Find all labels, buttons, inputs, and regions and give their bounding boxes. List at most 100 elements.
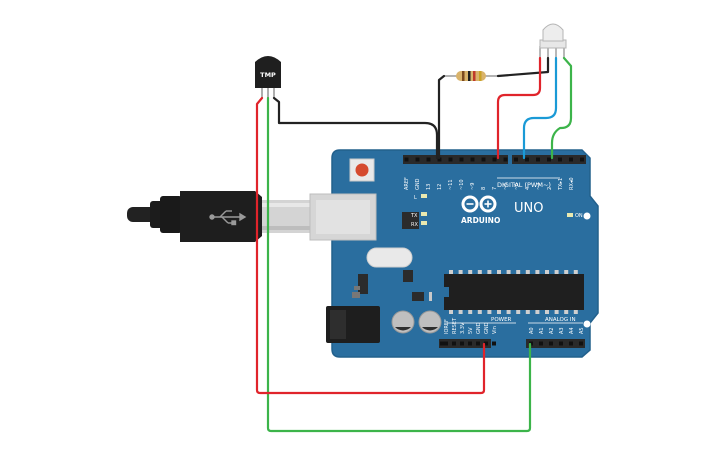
rgb-led[interactable]	[539, 23, 567, 58]
led-tx	[421, 212, 427, 216]
pin-label: A3	[559, 327, 565, 334]
pin-label: ~5	[514, 183, 520, 190]
chip-pin	[477, 270, 482, 274]
chip-pin	[458, 310, 463, 314]
reset-button-cap[interactable]	[355, 163, 369, 177]
chip-pin	[487, 310, 492, 314]
led-on-label: ON	[575, 213, 583, 219]
header-pin[interactable]	[459, 157, 464, 162]
header-pin[interactable]	[470, 157, 475, 162]
header-pin[interactable]	[547, 157, 551, 162]
header-pin[interactable]	[569, 341, 573, 346]
header-pin[interactable]	[492, 341, 496, 346]
header-pin[interactable]	[440, 341, 444, 346]
pin-label: ~11	[448, 179, 454, 190]
header-pin[interactable]	[580, 157, 584, 162]
pin-label: 5V	[468, 327, 474, 334]
pin-label: 7	[492, 187, 498, 190]
header-pin[interactable]	[525, 157, 529, 162]
header-pin[interactable]	[444, 341, 448, 346]
led-dome	[542, 23, 564, 42]
header-pin[interactable]	[448, 157, 453, 162]
chip-pin	[449, 270, 453, 274]
header-pin[interactable]	[484, 341, 488, 346]
header-pin[interactable]	[569, 157, 573, 162]
led-rx	[421, 221, 427, 225]
pin-label: 2	[547, 187, 553, 190]
wire-black-resistor-gnd[interactable]	[437, 74, 446, 160]
chip-pin	[564, 270, 569, 274]
pin-label: ~10	[459, 179, 465, 190]
tmp36-temperature-sensor[interactable]: TMP	[255, 56, 281, 98]
usb-chip	[402, 212, 419, 229]
chip-pin	[468, 270, 473, 274]
wire-green-sensor-a0[interactable]	[266, 96, 532, 433]
chip-pin	[535, 310, 540, 314]
header-pin[interactable]	[558, 157, 562, 162]
voltage-regulator	[358, 274, 368, 294]
header-pin[interactable]	[529, 341, 533, 346]
wire-black-led-common[interactable]	[496, 56, 550, 78]
chip-pin	[545, 270, 549, 274]
header-pin[interactable]	[426, 157, 431, 162]
wire-blue-led-pin5[interactable]	[522, 56, 558, 160]
chip-pin	[516, 310, 521, 314]
chip-pin	[506, 270, 511, 274]
chip-pin	[477, 310, 482, 314]
wire-red-led-pin8[interactable]	[496, 56, 542, 160]
pin-label: A1	[539, 327, 545, 334]
pin-label: A5	[579, 327, 585, 334]
chip-pin	[487, 270, 492, 274]
header-pin-holes	[404, 157, 584, 346]
header-pin[interactable]	[404, 157, 409, 162]
header-pin[interactable]	[536, 157, 540, 162]
pin-label: IOREF	[444, 319, 450, 334]
header-pin[interactable]	[452, 341, 456, 346]
resistor[interactable]	[444, 71, 498, 81]
wire-green-led-pin3[interactable]	[550, 56, 573, 160]
header-pin[interactable]	[559, 341, 563, 346]
header-pin[interactable]	[476, 341, 480, 346]
chip-pin	[545, 310, 549, 314]
chip-pin	[564, 310, 569, 314]
header-pin[interactable]	[481, 157, 486, 162]
wires	[255, 56, 573, 433]
chip-pin	[449, 310, 453, 314]
analog-header	[526, 339, 585, 348]
header-pin[interactable]	[460, 341, 464, 346]
brand-label: ARDUINO	[461, 216, 500, 225]
header-pin[interactable]	[539, 341, 543, 346]
chip-pin	[506, 310, 511, 314]
header-pin[interactable]	[437, 157, 442, 162]
chip-pin	[516, 270, 521, 274]
chip-pin	[525, 310, 530, 314]
chip-pin	[535, 270, 540, 274]
pin-label: 8	[481, 187, 487, 190]
header-pin[interactable]	[468, 341, 472, 346]
digital-header-left	[403, 155, 508, 164]
led-l-label: L	[414, 195, 417, 201]
pin-label: 12	[437, 184, 443, 190]
chip-pin	[554, 270, 559, 274]
pin-label: RESET	[452, 317, 458, 334]
header-pin[interactable]	[579, 341, 583, 346]
pin-label: AREF	[404, 177, 410, 190]
pin-label: RX◂0	[569, 177, 575, 190]
header-pin[interactable]	[549, 341, 553, 346]
wire-red-sensor-5v[interactable]	[255, 96, 486, 395]
header-pin[interactable]	[503, 157, 508, 162]
chip-pin	[497, 270, 501, 274]
pin-label: GND	[415, 178, 421, 190]
digital-header-label: DIGITAL (PWM~)	[497, 181, 551, 189]
header-pin[interactable]	[492, 157, 497, 162]
chip-pin	[554, 310, 559, 314]
analog-header-label: ANALOG IN	[545, 317, 576, 323]
wire-black-sensor-gnd[interactable]	[272, 96, 439, 160]
header-pin[interactable]	[514, 157, 518, 162]
chip-pin	[525, 270, 530, 274]
pin-label: A4	[569, 327, 575, 334]
header-pin[interactable]	[415, 157, 420, 162]
usb-cable[interactable]	[127, 191, 310, 242]
